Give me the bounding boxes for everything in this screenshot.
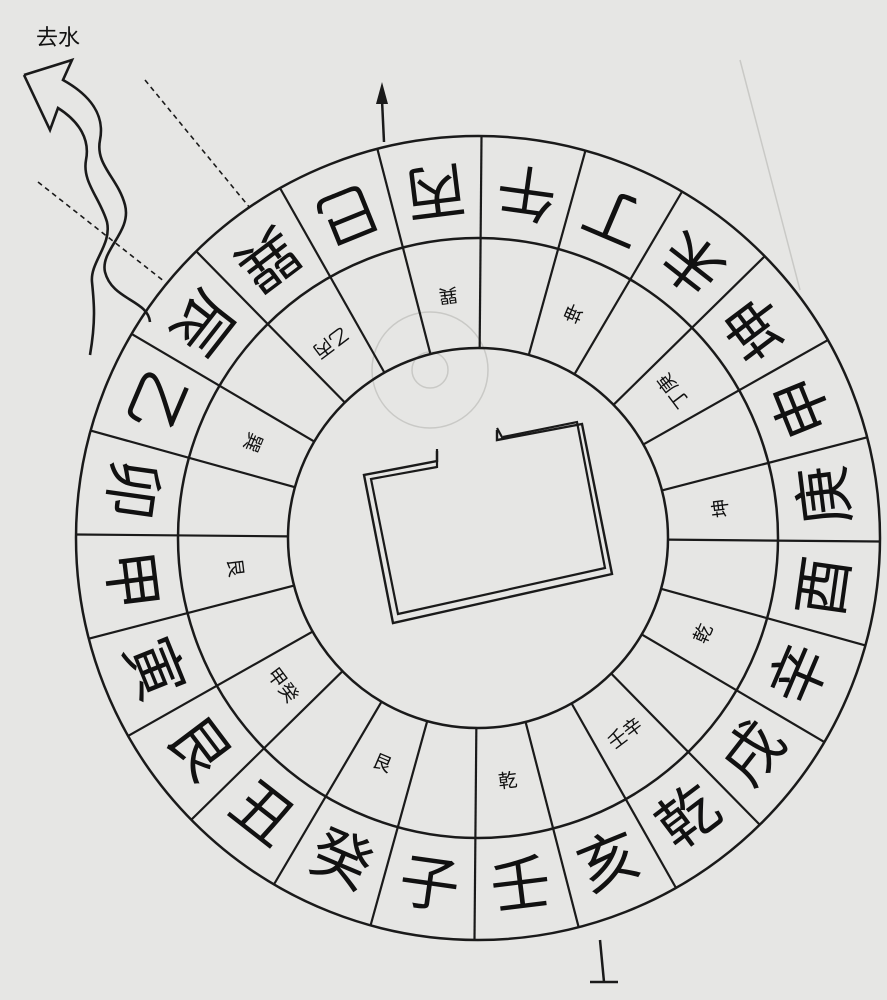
sector-divider <box>612 255 766 406</box>
middle-ring-edge <box>176 236 780 840</box>
sector-divider <box>195 250 346 404</box>
sector-divider <box>641 633 825 743</box>
sector-divider <box>642 339 829 446</box>
trigram-sector-label: 艮 <box>223 557 247 579</box>
sector-divider <box>661 436 868 492</box>
mountain-sector-label: 丁 <box>573 172 656 260</box>
mountain-sector-label: 子 <box>395 846 464 924</box>
trigram-sector-label: 艮 <box>369 750 395 778</box>
trigram-sector-label: 巽 <box>437 283 459 307</box>
house-outline <box>362 422 614 625</box>
sector-divider <box>190 670 344 821</box>
trigram-sector-label: 乙丙 <box>309 322 353 362</box>
mountain-sector-label: 午 <box>492 153 561 231</box>
sector-divider <box>273 701 383 885</box>
sector-divider <box>478 136 483 349</box>
trigram-sector-label: 壬辛 <box>604 713 648 753</box>
trigram-sector-label: 巽 <box>239 429 267 455</box>
trigram-sector-label: 甲癸 <box>262 664 302 708</box>
facing-axis <box>376 82 618 984</box>
door-gap-mark <box>496 427 504 440</box>
dashed-guide-line <box>144 79 251 209</box>
mountain-sector-label: 癸 <box>300 816 383 904</box>
sector-divider <box>573 191 683 375</box>
axis-arrow-line <box>380 99 386 143</box>
compass-rings: 午丁未坤申庚酉辛戌乾亥壬子癸丑艮寅甲卯乙辰巽巳丙 坤丁庚坤乾壬辛乾艮甲癸艮巽乙丙… <box>74 134 882 942</box>
mountain-sector-label: 亥 <box>568 819 650 906</box>
inner-ring-edge <box>286 346 670 730</box>
sector-divider <box>76 533 289 538</box>
mountain-sector-label: 酉 <box>786 552 864 621</box>
mountain-sector-label: 寅 <box>110 628 197 710</box>
sector-divider <box>88 584 295 640</box>
background-ghost-marks <box>371 59 801 429</box>
axis-tail-line <box>598 939 606 983</box>
sector-divider <box>131 333 315 443</box>
mountain-sector-label: 壬 <box>487 847 555 924</box>
sector-divider <box>570 702 677 889</box>
trigram-sector-label: 坤 <box>561 299 587 327</box>
house-outline-inner <box>369 420 607 616</box>
sector-divider <box>473 727 478 940</box>
mountain-sector-label: 卯 <box>93 455 171 524</box>
trigram-sector-label: 乾 <box>690 621 718 647</box>
mountain-sector-label: 乙 <box>112 360 200 443</box>
mountain-sector-label: 甲 <box>92 547 169 615</box>
house-plan <box>362 420 614 625</box>
ghost-circle <box>371 311 489 429</box>
trigram-sector-label: 乾 <box>497 769 519 793</box>
outer-ring-edge <box>74 134 882 942</box>
mountain-sector-label: 申 <box>759 366 846 448</box>
sector-divider <box>524 721 580 928</box>
outer-ring-labels: 午丁未坤申庚酉辛戌乾亥壬子癸丑艮寅甲卯乙辰巽巳丙 <box>92 152 864 924</box>
sector-divider <box>127 630 314 737</box>
mountain-sector-label: 辛 <box>756 633 844 716</box>
mountain-sector-label: 庚 <box>787 461 864 529</box>
sector-dividers <box>76 136 880 940</box>
water-flow: 去水 <box>22 26 251 356</box>
sector-divider <box>90 429 296 489</box>
sector-divider <box>369 720 429 926</box>
mountain-sector-label: 巳 <box>306 170 388 257</box>
trigram-sector-label: 坤 <box>709 497 733 519</box>
sector-divider <box>660 587 866 647</box>
mountain-sector-label: 丙 <box>401 152 469 229</box>
ghost-line <box>739 59 801 291</box>
north-arrow-icon <box>376 82 388 104</box>
sector-divider <box>376 148 432 355</box>
water-outflow-arrow-icon <box>22 57 152 356</box>
sector-divider <box>527 150 587 356</box>
trigram-sector-label: 丁庚 <box>653 369 693 413</box>
water-outflow-label: 去水 <box>36 26 80 51</box>
sector-divider <box>667 538 880 543</box>
sector-divider <box>610 672 761 826</box>
dashed-guide-line <box>37 181 166 283</box>
sector-divider <box>279 187 386 374</box>
